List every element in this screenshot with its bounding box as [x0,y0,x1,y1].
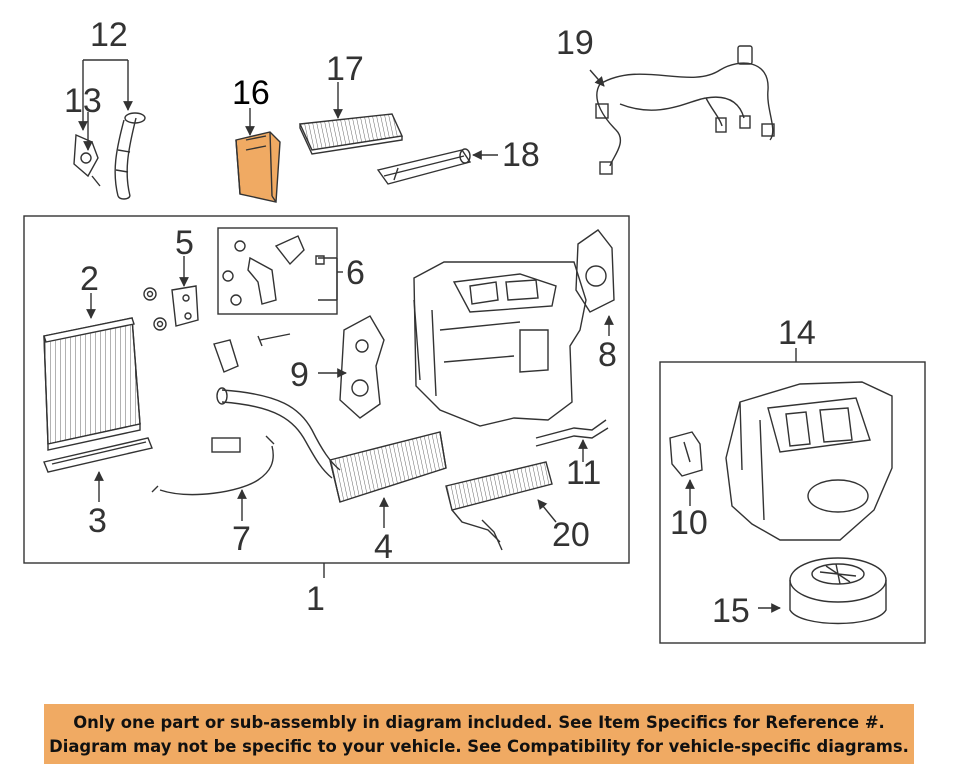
part-4-heater-core[interactable] [216,387,447,503]
notice-line-2: Diagram may not be specific to your vehi… [49,737,909,756]
part-13-sensor[interactable] [73,133,101,187]
assembly-frame-14 [659,361,926,644]
callout-13: 13 [64,82,102,120]
part-7-temperature-sensor[interactable] [151,435,275,496]
washers [143,287,167,331]
callout-16: 16 [232,74,270,112]
part-15-blower-motor[interactable] [789,557,887,625]
callout-14: 14 [778,314,816,352]
part-2-evaporator[interactable] [43,317,141,451]
sub-frame-6 [217,227,338,315]
parts-diagram [23,45,926,644]
part-9-mode-actuator[interactable] [339,315,385,419]
part-19-wire-harness[interactable] [595,45,775,175]
callout-17: 17 [326,50,364,88]
callout-6: 6 [346,254,365,292]
callout-11: 11 [566,454,602,492]
bolt [257,333,291,347]
part-10-blower-resistor[interactable] [669,431,703,477]
callout-8: 8 [598,336,617,374]
callout-20: 20 [552,516,590,554]
callout-1: 1 [306,580,325,618]
callout-7: 7 [232,520,251,558]
part-6-fittings-kit[interactable] [222,235,325,306]
part-17-cabin-filter[interactable] [298,113,404,155]
part-18-filter-cover[interactable] [376,148,472,185]
callout-19: 19 [556,24,594,62]
part-8-damper-actuator[interactable] [575,229,615,313]
part-3-evaporator-cover[interactable] [43,437,153,473]
assembly-frame-1 [23,215,630,564]
callout-10: 10 [670,504,708,542]
callout-3: 3 [88,502,107,540]
part-1-hvac-housing[interactable] [413,261,587,427]
clip [213,339,239,373]
notice-banner: Only one part or sub-assembly in diagram… [44,704,914,764]
callout-2: 2 [80,260,99,298]
callout-5: 5 [175,224,194,262]
part-16-control-module[interactable] [235,131,281,203]
notice-line-1: Only one part or sub-assembly in diagram… [73,713,885,732]
part-12-hose[interactable] [114,112,146,200]
callout-12: 12 [90,16,128,54]
part-20-ptc-heater[interactable] [445,461,553,551]
part-11-drain-hose[interactable] [535,419,609,447]
part-5-expansion-valve[interactable] [171,285,199,327]
callout-18: 18 [502,136,540,174]
callout-15: 15 [712,592,750,630]
callout-4: 4 [374,528,393,566]
part-14-blower-housing[interactable] [725,381,893,541]
callout-9: 9 [290,356,309,394]
